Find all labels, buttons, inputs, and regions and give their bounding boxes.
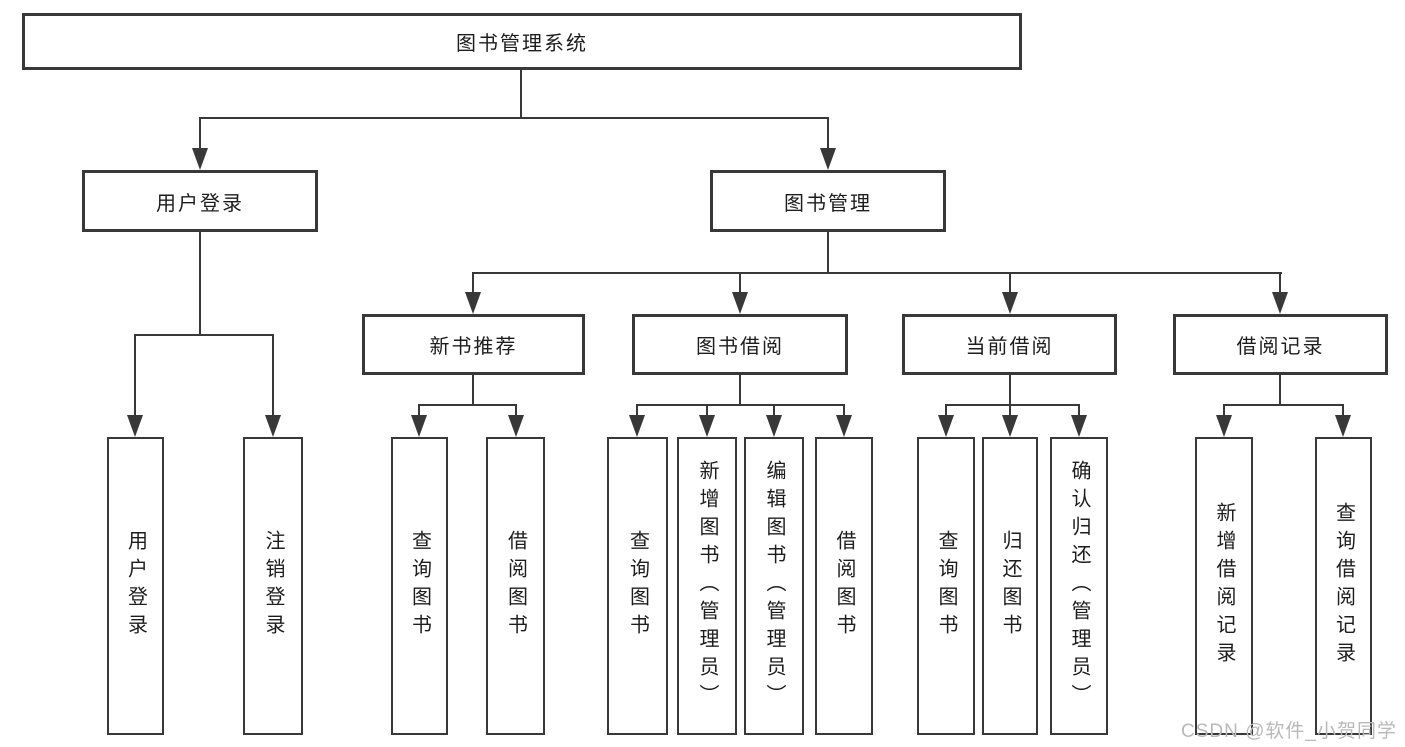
connector-drop-book-management	[827, 117, 829, 150]
connector-root-rail	[199, 117, 829, 119]
arrowhead	[1216, 415, 1232, 437]
leaf-user-login: 用户登录	[107, 437, 164, 735]
arrowhead	[508, 415, 524, 437]
arrowhead	[1272, 292, 1288, 314]
arrowhead	[732, 292, 748, 314]
arrowhead	[265, 415, 281, 437]
connector-drop-current-borrowing	[1009, 272, 1011, 293]
watermark: CSDN @软件_小贺同学	[1181, 721, 1397, 742]
connector-drop-new-book	[472, 272, 474, 293]
node-borrowing-records-label: 借阅记录	[1236, 336, 1325, 358]
leaf-query-borrow-record-label: 查询借阅记录	[1332, 502, 1355, 670]
connector-drop-b1	[636, 404, 638, 416]
node-root: 图书管理系统	[22, 13, 1022, 70]
node-current-borrowing-label: 当前借阅	[965, 336, 1054, 358]
connector-drop-book-borrowing	[739, 272, 741, 293]
connector-drop-c3	[1078, 404, 1080, 416]
connector-groupB-rail	[636, 404, 845, 406]
node-new-book-recommendation-label: 新书推荐	[429, 336, 518, 358]
connector-drop-b4	[843, 404, 845, 416]
node-user-login-label: 用户登录	[156, 192, 244, 215]
arrowhead	[411, 415, 427, 437]
node-book-borrowing-label: 图书借阅	[696, 336, 784, 358]
connector-groupC-stem	[1009, 375, 1011, 405]
node-borrowing-records: 借阅记录	[1173, 314, 1388, 375]
arrowhead	[1335, 415, 1351, 437]
node-new-book-recommendation: 新书推荐	[362, 314, 585, 375]
connector-drop-a2	[515, 404, 517, 416]
leaf-borrow-book-b-label: 借阅图书	[833, 530, 855, 642]
leaf-add-borrow-record: 新增借阅记录	[1195, 437, 1253, 735]
leaf-logout-label: 注销登录	[262, 530, 284, 642]
connector-drop-b3	[773, 404, 775, 416]
connector-drop-c1	[945, 404, 947, 416]
leaf-query-book-b: 查询图书	[607, 437, 668, 735]
arrowhead	[629, 415, 645, 437]
connector-groupC-rail	[945, 404, 1080, 406]
node-current-borrowing: 当前借阅	[902, 314, 1117, 375]
leaf-borrow-book-a-label: 借阅图书	[504, 530, 527, 642]
arrowhead	[820, 148, 836, 170]
node-book-borrowing: 图书借阅	[632, 314, 848, 375]
node-user-login: 用户登录	[82, 170, 318, 232]
leaf-query-book-c: 查询图书	[917, 437, 975, 735]
leaf-query-book-a-label: 查询图书	[408, 530, 431, 642]
leaf-query-book-c-label: 查询图书	[935, 530, 957, 642]
arrowhead	[938, 415, 954, 437]
leaf-query-borrow-record: 查询借阅记录	[1315, 437, 1372, 735]
connector-drop-leaf-user-login	[134, 334, 136, 416]
arrowhead	[1002, 415, 1018, 437]
arrowhead	[836, 415, 852, 437]
connector-groupA-rail	[418, 404, 517, 406]
connector-drop-leaf-logout	[272, 334, 274, 416]
leaf-edit-book-admin-label: 编辑图书（管理员）	[763, 460, 785, 712]
leaf-borrow-book-a: 借阅图书	[486, 437, 545, 735]
leaf-borrow-book-b: 借阅图书	[815, 437, 873, 735]
node-root-label: 图书管理系统	[456, 33, 588, 55]
connector-drop-a1	[418, 404, 420, 416]
leaf-add-book-admin-label: 新增图书（管理员）	[696, 460, 718, 712]
connector-user-login-rail	[134, 334, 274, 336]
connector-root-stem	[520, 70, 522, 118]
leaf-return-book-label: 归还图书	[999, 530, 1021, 642]
leaf-confirm-return-admin: 确认归还（管理员）	[1050, 437, 1108, 735]
connector-drop-d1	[1223, 404, 1225, 416]
connector-book-management-rail	[472, 272, 1282, 274]
connector-drop-c2	[1009, 404, 1011, 416]
connector-drop-user-login	[199, 117, 201, 150]
leaf-user-login-label: 用户登录	[124, 530, 147, 642]
connector-book-management-stem	[827, 232, 829, 273]
leaf-confirm-return-admin-label: 确认归还（管理员）	[1068, 460, 1090, 712]
leaf-edit-book-admin: 编辑图书（管理员）	[744, 437, 804, 735]
connector-drop-d2	[1342, 404, 1344, 416]
connector-user-login-stem	[199, 232, 201, 335]
connector-drop-borrowing-records	[1279, 272, 1281, 293]
connector-groupD-stem	[1279, 375, 1281, 405]
arrowhead	[192, 148, 208, 170]
leaf-add-borrow-record-label: 新增借阅记录	[1213, 502, 1235, 670]
arrowhead	[127, 415, 143, 437]
node-book-management: 图书管理	[710, 170, 946, 232]
connector-groupB-stem	[739, 375, 741, 405]
node-book-management-label: 图书管理	[784, 192, 872, 215]
arrowhead	[699, 415, 715, 437]
connector-groupD-rail	[1223, 404, 1344, 406]
connector-drop-b2	[706, 404, 708, 416]
arrowhead	[1002, 292, 1018, 314]
leaf-logout: 注销登录	[243, 437, 303, 735]
leaf-query-book-b-label: 查询图书	[626, 530, 649, 642]
leaf-query-book-a: 查询图书	[391, 437, 448, 735]
connector-groupA-stem	[472, 375, 474, 405]
arrowhead	[1071, 415, 1087, 437]
arrowhead	[465, 292, 481, 314]
leaf-return-book: 归还图书	[982, 437, 1038, 735]
leaf-add-book-admin: 新增图书（管理员）	[677, 437, 737, 735]
arrowhead	[766, 415, 782, 437]
